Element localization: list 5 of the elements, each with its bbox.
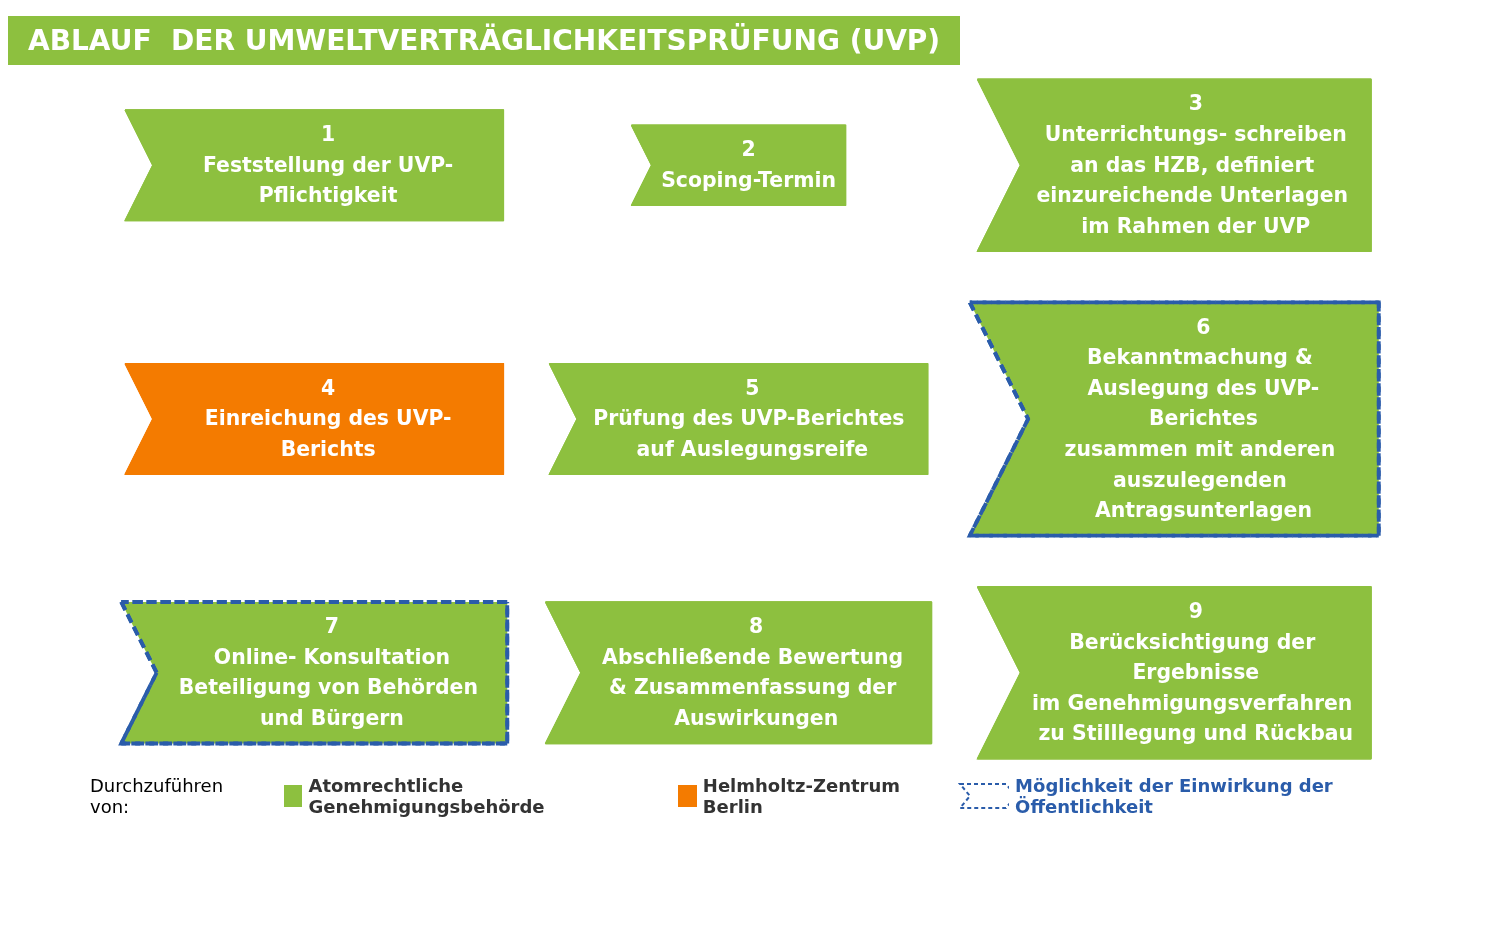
title: ABLAUF DER UMWELTVERTRÄGLICHKEITSPRÜFUNG (UVP) [8,16,961,65]
label-text: Durchzuführen von: [90,775,224,817]
legend-text: Atomrechtliche Genehmigungsbehörde [308,775,546,817]
legend-text: Möglichkeit der Einwirkung der Öffentlichkeit [1015,775,1334,817]
legend-text: Helmholtz-Zentrum Berlin [702,775,902,817]
